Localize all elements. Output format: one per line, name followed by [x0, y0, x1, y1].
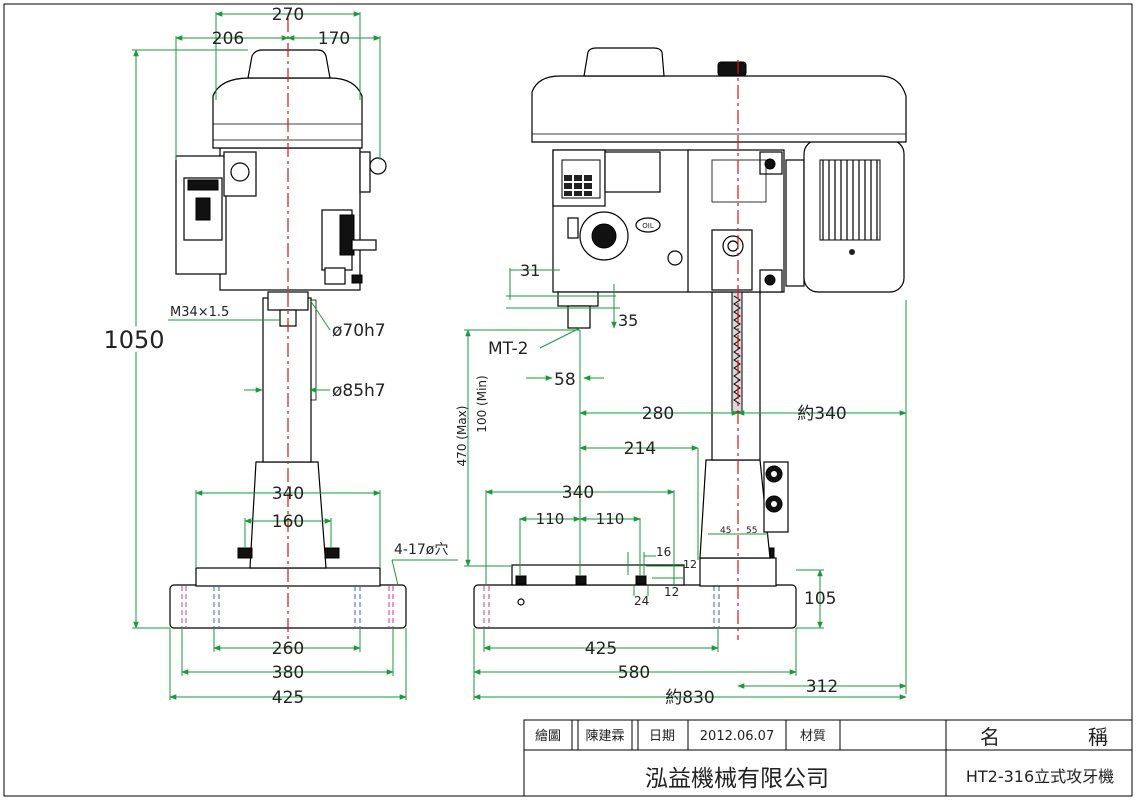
dim-stroke-max: 470 (Max)	[455, 406, 469, 467]
dim-base-260: 260	[272, 639, 304, 659]
dim-312: 312	[806, 677, 838, 697]
dim-214: 214	[624, 439, 656, 459]
drawn-label: 繪圖	[535, 728, 561, 744]
dim-slot-110a: 110	[536, 510, 565, 528]
title-block: 繪圖 陳建霖 日期 2012.06.07 材質 名 稱 泓益機械有限公司 HT2…	[523, 719, 1133, 797]
dim-12a: 12	[683, 558, 697, 571]
name-label-2: 稱	[1088, 725, 1108, 749]
dim-base-380: 380	[272, 663, 304, 683]
material-label: 材質	[800, 729, 826, 744]
dim-58: 58	[554, 370, 576, 390]
company-name: 泓益機械有限公司	[645, 766, 829, 792]
side-view: OIL 31 35 MT-2	[455, 47, 907, 708]
dim-stroke-min: 100 (Min)	[475, 375, 489, 432]
dim-12b: 12	[664, 585, 679, 599]
dim-thread: M34×1.5	[170, 305, 229, 320]
dim-column-dia: ø85h7	[332, 381, 386, 401]
dim-16: 16	[656, 545, 671, 559]
dim-24: 24	[634, 594, 649, 608]
dim-206: 206	[212, 29, 244, 49]
dim-35: 35	[618, 311, 638, 330]
dim-580: 580	[618, 663, 650, 683]
dim-approx-830: 約830	[665, 688, 714, 708]
dim-base-top: 340	[272, 484, 304, 504]
side-table	[511, 564, 685, 586]
name-label-1: 名	[980, 725, 1000, 749]
dim-1050: 1050	[103, 326, 164, 354]
dim-31: 31	[520, 261, 540, 280]
dim-270: 270	[272, 5, 304, 25]
date-label: 日期	[649, 729, 675, 744]
dim-55: 55	[746, 526, 757, 536]
dim-spindle-dia: ø70h7	[332, 321, 386, 341]
dim-table-340: 340	[562, 483, 594, 503]
front-column-foot	[249, 461, 327, 569]
drawn-by: 陳建霖	[585, 729, 624, 744]
oil-label: OIL	[642, 222, 654, 230]
date-value: 2012.06.07	[700, 729, 774, 744]
dim-approx-340: 約340	[797, 404, 846, 424]
dim-45: 45	[720, 526, 731, 536]
product-name: HT2-316立式攻牙機	[966, 767, 1114, 786]
dim-170: 170	[318, 29, 350, 49]
dim-1050-label: 1050	[103, 326, 164, 354]
dim-holes: 4-17ø穴	[394, 542, 448, 558]
dim-slot-110b: 110	[596, 510, 625, 528]
dim-base-h: 105	[804, 589, 836, 609]
dim-taper: MT-2	[488, 339, 528, 359]
front-view: 270 206 170 1050 1050 M34×1.5 ø70h7 ø85h…	[99, 5, 458, 708]
dim-base-425: 425	[272, 688, 304, 708]
dim-280: 280	[642, 404, 674, 424]
side-column-foot	[699, 459, 771, 559]
dim-side-base-425: 425	[585, 639, 617, 659]
dim-bolt-spacing: 160	[272, 512, 304, 532]
side-hood	[531, 75, 907, 143]
